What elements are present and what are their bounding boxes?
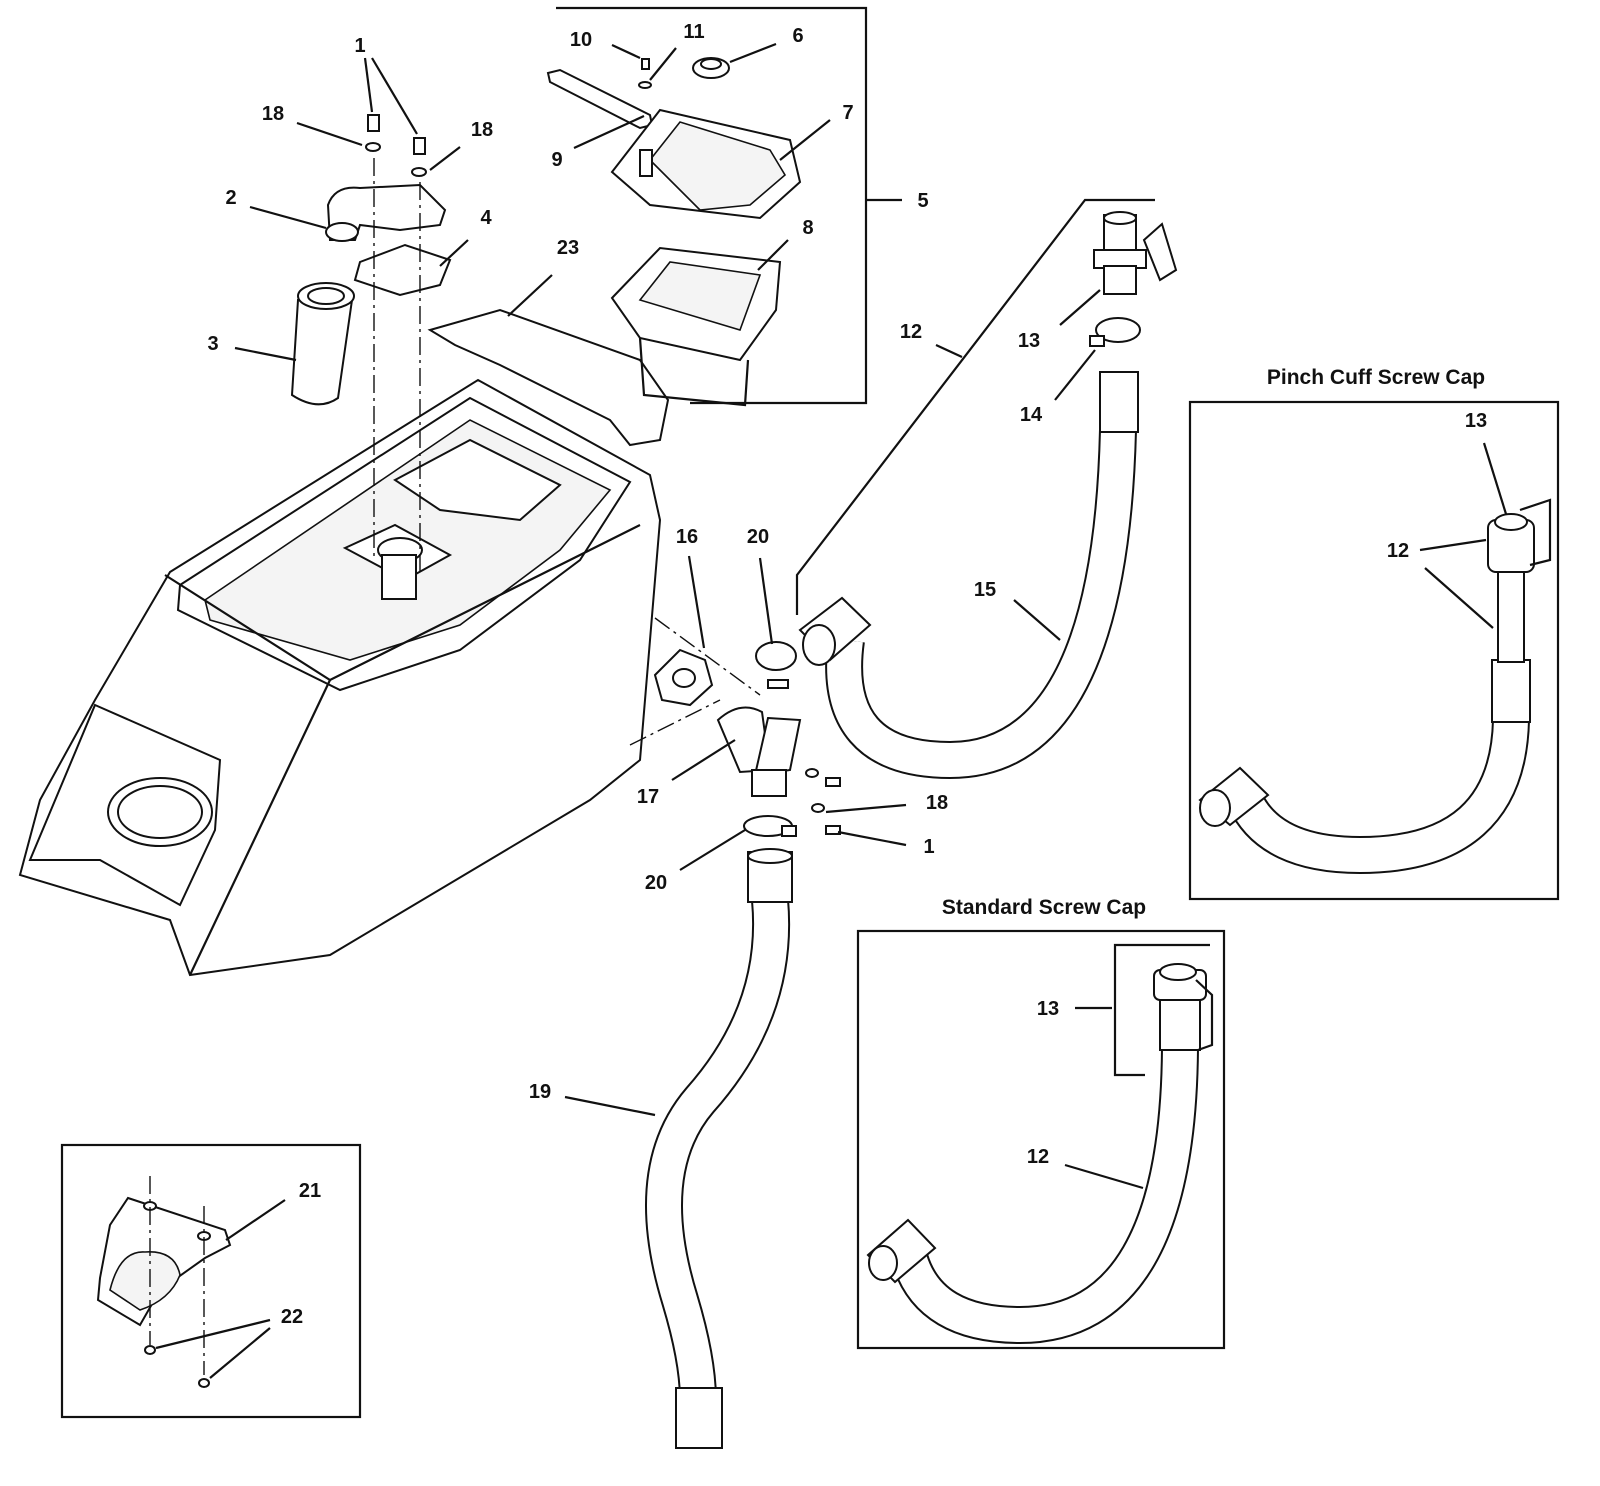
callout-10: 10 xyxy=(570,29,592,51)
part-4-gasket xyxy=(353,243,452,297)
callout-5: 5 xyxy=(917,190,928,212)
callout-23: 23 xyxy=(557,237,579,259)
callout-20: 20 xyxy=(747,526,769,548)
callout-13: 13 xyxy=(1465,410,1487,432)
part-20-clamp-lower xyxy=(743,815,797,837)
part-19-hose xyxy=(645,848,793,1449)
part-17-inlet-elbow xyxy=(716,706,802,797)
callout-18: 18 xyxy=(262,103,284,125)
callout-12: 12 xyxy=(1387,540,1409,562)
callout-20: 20 xyxy=(645,872,667,894)
callout-6: 6 xyxy=(792,25,803,47)
callout-1: 1 xyxy=(923,836,934,858)
callout-4: 4 xyxy=(480,207,492,229)
callout-16: 16 xyxy=(676,526,698,548)
alignment-line xyxy=(629,699,721,746)
part-20-clamp-upper xyxy=(755,641,797,689)
recovery-tank-housing xyxy=(18,378,662,977)
part-21-bracket xyxy=(96,1196,232,1327)
bracket-5 xyxy=(556,6,868,405)
alignment-line xyxy=(654,617,761,696)
callout-15: 15 xyxy=(974,579,996,601)
callout-8: 8 xyxy=(802,217,813,239)
part-7-lid xyxy=(610,108,802,220)
pinch-cuff-inset-title: Pinch Cuff Screw Cap xyxy=(1267,366,1485,389)
part-13-coupler xyxy=(1093,211,1178,295)
callout-21: 21 xyxy=(299,1180,321,1202)
standard-assembly xyxy=(866,963,1214,1345)
part-23-cover-strip xyxy=(427,308,670,447)
callout-3: 3 xyxy=(207,333,218,355)
part-10-11-screw-washer xyxy=(638,58,652,89)
pinch-cuff-assembly xyxy=(1198,498,1552,875)
callout-12: 12 xyxy=(1027,1146,1049,1168)
top-bolts-and-washers xyxy=(365,114,427,177)
part-3-filter-tube xyxy=(290,282,355,406)
pinch-cuff-inset-frame xyxy=(1188,400,1560,901)
callout-12: 12 xyxy=(900,321,922,343)
part-6-ring xyxy=(692,57,730,79)
part-8-basket xyxy=(610,246,782,407)
part-1-18-side-bolts xyxy=(805,768,841,835)
leader-lines xyxy=(155,42,1508,1379)
standard-inset-title: Standard Screw Cap xyxy=(942,896,1146,919)
callout-18: 18 xyxy=(471,119,493,141)
part-2-elbow xyxy=(325,183,447,242)
callout-labels: 1 18 18 2 4 23 3 10 11 6 7 9 5 8 12 13 1… xyxy=(207,21,1487,1328)
part-15-hose xyxy=(798,371,1139,780)
callout-9: 9 xyxy=(551,149,562,171)
bracket-12 xyxy=(795,198,1155,615)
callout-14: 14 xyxy=(1020,404,1043,426)
callout-7: 7 xyxy=(842,102,853,124)
part-14-clamp xyxy=(1089,317,1141,347)
callout-19: 19 xyxy=(529,1081,551,1103)
bracket-13-standard xyxy=(1113,943,1210,1077)
callout-22: 22 xyxy=(281,1306,303,1328)
standard-inset-frame xyxy=(856,929,1226,1350)
callout-2: 2 xyxy=(225,187,236,209)
part-22-screws xyxy=(144,1345,210,1388)
callout-11: 11 xyxy=(683,21,704,43)
callout-1: 1 xyxy=(354,35,365,57)
callout-13: 13 xyxy=(1018,330,1040,352)
callout-13: 13 xyxy=(1037,998,1059,1020)
callout-18: 18 xyxy=(926,792,948,814)
callout-17: 17 xyxy=(637,786,659,808)
bracket-inset-frame xyxy=(60,1143,362,1419)
